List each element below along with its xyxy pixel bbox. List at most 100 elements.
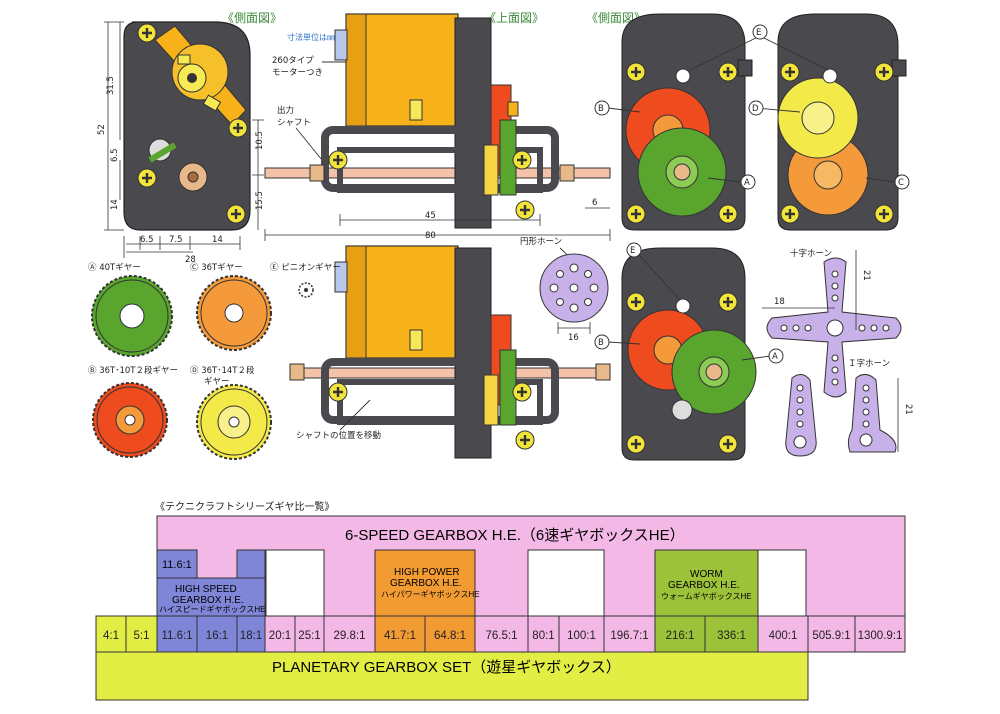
planetary-label: PLANETARY GEARBOX SET（遊星ギヤボックス）	[272, 659, 621, 676]
ratio-cell	[704, 615, 759, 653]
legend-b: Ⓑ 36T･10T２段ギヤー	[88, 365, 178, 376]
dim-52: 52	[97, 124, 107, 135]
legend-c: Ⓒ 36Tギヤー	[190, 263, 243, 273]
legend-d2: ギヤー	[204, 377, 230, 387]
legend-e: Ⓔ ピニオンギヤー	[270, 263, 341, 273]
high-speed-en1: HIGH SPEED	[175, 584, 237, 595]
dim-14: 14	[110, 199, 120, 210]
left-side-view: 31.5 52 6.5 14 6.5 7.5 14 28 10.5 15.5	[97, 21, 265, 265]
dim-45: 45	[425, 211, 436, 221]
output-shaft-note-2: シャフト	[277, 118, 311, 128]
ratio-cell	[558, 615, 605, 653]
ratio-value: 100:1	[567, 630, 596, 642]
round-horn: 円形ホーン 16	[520, 237, 609, 343]
dim-18: 18	[774, 297, 785, 307]
round-horn-label: 円形ホーン	[520, 237, 562, 247]
callout-b-2: B	[598, 338, 604, 348]
ratio-value: 336:1	[717, 630, 746, 642]
ratio-cell	[807, 615, 856, 653]
ratio-table: 《テクニクラフトシリーズギヤ比一覧》 6-SPEED GEARBOX H.E.（…	[95, 500, 906, 701]
legend-d1: Ⓓ 36T･14T２段	[190, 365, 255, 376]
ratio-cell	[757, 615, 809, 653]
ratio-value: 80:1	[532, 630, 554, 642]
ratio-cell	[603, 615, 656, 653]
ratio-cell	[424, 615, 476, 653]
dim-31-5: 31.5	[106, 76, 116, 95]
gear-legend: Ⓐ 40Tギヤー Ⓒ 36Tギヤー Ⓔ ピニオンギヤー Ⓑ 36T･10T２段ギ…	[88, 263, 341, 460]
callout-c-1: C	[898, 178, 904, 188]
cross-horn-label: 十字ホーン	[790, 248, 832, 259]
ratio-cell	[854, 615, 906, 653]
side-view-label: 《側面図》	[222, 11, 282, 25]
motor-note-1: 260タイプ	[272, 56, 314, 66]
shaft-move-note: シャフトの位置を移動	[296, 430, 381, 441]
ratio-value: 29.8:1	[334, 630, 366, 642]
callout-e-1: E	[756, 28, 761, 38]
ratio-value: 505.9:1	[812, 630, 850, 642]
worm-en1: WORM	[690, 569, 723, 580]
top-view-lower: シャフトの位置を移動	[289, 245, 611, 459]
ratio-cell	[474, 615, 529, 653]
output-shaft-note-1: 出力	[277, 105, 294, 116]
ratio-value: 16:1	[206, 630, 228, 642]
side-view-3	[621, 247, 757, 461]
dim-6: 6	[592, 198, 597, 208]
ratio-value: 196.7:1	[610, 630, 648, 642]
six-speed-label: 6-SPEED GEARBOX H.E.（6速ギヤボックスHE）	[345, 527, 685, 544]
high-speed-en2: GEARBOX H.E.	[172, 595, 244, 606]
high-power-en2: GEARBOX H.E.	[390, 578, 462, 589]
ratio-value: 1300.9:1	[858, 630, 903, 642]
ratio-value: 41.7:1	[384, 630, 416, 642]
ratio-cell	[156, 615, 198, 653]
side-view-2	[777, 13, 907, 231]
ratio-value: 25:1	[298, 630, 320, 642]
dim-80: 80	[425, 231, 436, 241]
ratio-value: 11.6:1	[161, 630, 192, 642]
dim-15-5: 15.5	[255, 191, 265, 210]
ratio-value: 5:1	[134, 630, 150, 642]
side-view-1	[621, 13, 753, 231]
dim-10-5: 10.5	[255, 131, 265, 150]
top-view-label: 《上面図》	[484, 11, 544, 25]
ratio-value: 400:1	[769, 630, 798, 642]
ratio-value: 20:1	[269, 630, 291, 642]
legend-a: Ⓐ 40Tギヤー	[88, 263, 141, 273]
high-speed-ratio: 11.6:1	[162, 559, 192, 571]
ratio-caption: 《テクニクラフトシリーズギヤ比一覧》	[155, 500, 335, 513]
high-speed-jp: ハイスピードギヤボックスHE	[159, 605, 265, 614]
callout-e-2: E	[630, 246, 635, 256]
dim-16: 16	[568, 333, 579, 343]
ratio-cell	[196, 615, 238, 653]
ratio-value: 76.5:1	[486, 630, 518, 642]
high-power-jp: ハイパワーギヤボックスHE	[381, 590, 480, 599]
ratio-value: 64.8:1	[434, 630, 466, 642]
dim-bottom-6-5: 6.5	[140, 235, 154, 245]
motor-note-2: モーターつき	[272, 68, 323, 78]
ratio-value: 4:1	[103, 630, 119, 642]
callout-a-2: A	[772, 352, 778, 362]
callout-d: D	[752, 104, 759, 114]
ratio-cell	[95, 615, 127, 653]
ratio-cell	[294, 615, 325, 653]
ratio-row: 4:1 5:1 11.6:1 16:1 18:1 20:1 25:1 29.8:1 41.7:1…	[95, 615, 906, 653]
ratio-value: 18:1	[240, 630, 262, 642]
dim-bottom-14: 14	[212, 235, 223, 245]
ratio-cell	[374, 615, 426, 653]
i-horn-label: Ｉ字ホーン	[848, 358, 890, 369]
dim-bottom-7-5: 7.5	[169, 235, 183, 245]
top-view-upper: 45 80 6	[264, 13, 611, 241]
cross-horn: 十字ホーン 18 21	[762, 248, 902, 398]
dim-bottom-28: 28	[185, 255, 196, 265]
ratio-cell	[236, 615, 266, 653]
worm-jp: ウォームギヤボックスHE	[661, 592, 752, 601]
i-horns: Ｉ字ホーン 21	[785, 358, 913, 457]
dim-21b: 21	[903, 404, 913, 415]
high-power-en1: HIGH POWER	[394, 567, 460, 578]
callout-a-1: A	[744, 178, 750, 188]
dim-21a: 21	[861, 270, 871, 281]
unit-note: 寸法単位は㎜	[287, 32, 335, 42]
worm-en2: GEARBOX H.E.	[668, 580, 740, 591]
dim-6-5: 6.5	[110, 148, 120, 162]
ratio-value: 216:1	[666, 630, 695, 642]
